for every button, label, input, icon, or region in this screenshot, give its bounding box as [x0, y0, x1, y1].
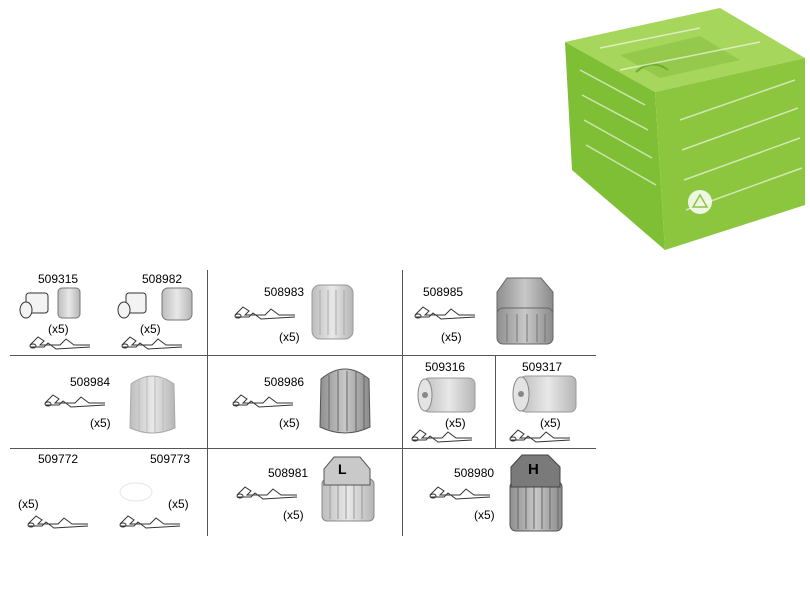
- part-code: 509316: [425, 360, 466, 374]
- valve-tool-icon: [411, 429, 473, 443]
- quantity-label: (x5): [279, 416, 300, 430]
- valve-core-icon: [119, 482, 153, 502]
- low-pressure-cap-icon: [321, 456, 375, 522]
- quantity-label: (x5): [279, 330, 300, 344]
- part-code: 508980: [454, 466, 495, 480]
- part-code: 509772: [38, 452, 79, 466]
- part-code: 509315: [38, 272, 79, 286]
- grid-divider: [495, 355, 496, 448]
- valve-tool-icon: [429, 486, 491, 500]
- cap-letter: H: [528, 461, 539, 478]
- valve-tool-icon: [232, 394, 294, 408]
- valve-tool-icon: [121, 336, 183, 350]
- part-code: 509773: [150, 452, 191, 466]
- quantity-label: (x5): [48, 322, 69, 336]
- service-cap-icon: [311, 284, 354, 340]
- quantity-label: (x5): [283, 508, 304, 522]
- part-code: 508984: [70, 375, 111, 389]
- service-cap-icon: [129, 375, 176, 434]
- valve-core-icon: [19, 287, 81, 319]
- service-cap-icon: [512, 375, 577, 413]
- valve-tool-icon: [119, 515, 181, 529]
- valve-core-icon: [117, 287, 193, 321]
- valve-tool-icon: [27, 515, 89, 529]
- grid-divider: [207, 270, 208, 536]
- service-cap-icon: [319, 368, 371, 434]
- service-cap-icon: [417, 377, 476, 413]
- quantity-label: (x5): [90, 416, 111, 430]
- cap-letter: L: [338, 461, 347, 477]
- part-code: 508983: [264, 285, 305, 299]
- part-code: 509317: [522, 360, 563, 374]
- quantity-label: (x5): [474, 508, 495, 522]
- quantity-label: (x5): [445, 416, 466, 430]
- quantity-label: (x5): [18, 497, 39, 511]
- valve-tool-icon: [236, 486, 298, 500]
- quantity-label: (x5): [540, 416, 561, 430]
- valve-tool-icon: [29, 336, 91, 350]
- part-code: 508986: [264, 375, 305, 389]
- quantity-label: (x5): [168, 497, 189, 511]
- grid-divider: [10, 355, 596, 356]
- valve-tool-icon: [234, 306, 296, 320]
- valve-tool-icon: [509, 429, 571, 443]
- valve-tool-icon: [414, 306, 476, 320]
- high-pressure-cap-icon: [509, 454, 563, 532]
- service-cap-icon: [496, 277, 554, 345]
- quantity-label: (x5): [140, 322, 161, 336]
- grid-divider: [402, 270, 403, 536]
- valve-tool-icon: [44, 394, 106, 408]
- part-code: 508982: [142, 272, 183, 286]
- part-code: 508985: [423, 285, 464, 299]
- grid-divider: [10, 448, 596, 449]
- part-code: 508981: [268, 466, 309, 480]
- quantity-label: (x5): [441, 330, 462, 344]
